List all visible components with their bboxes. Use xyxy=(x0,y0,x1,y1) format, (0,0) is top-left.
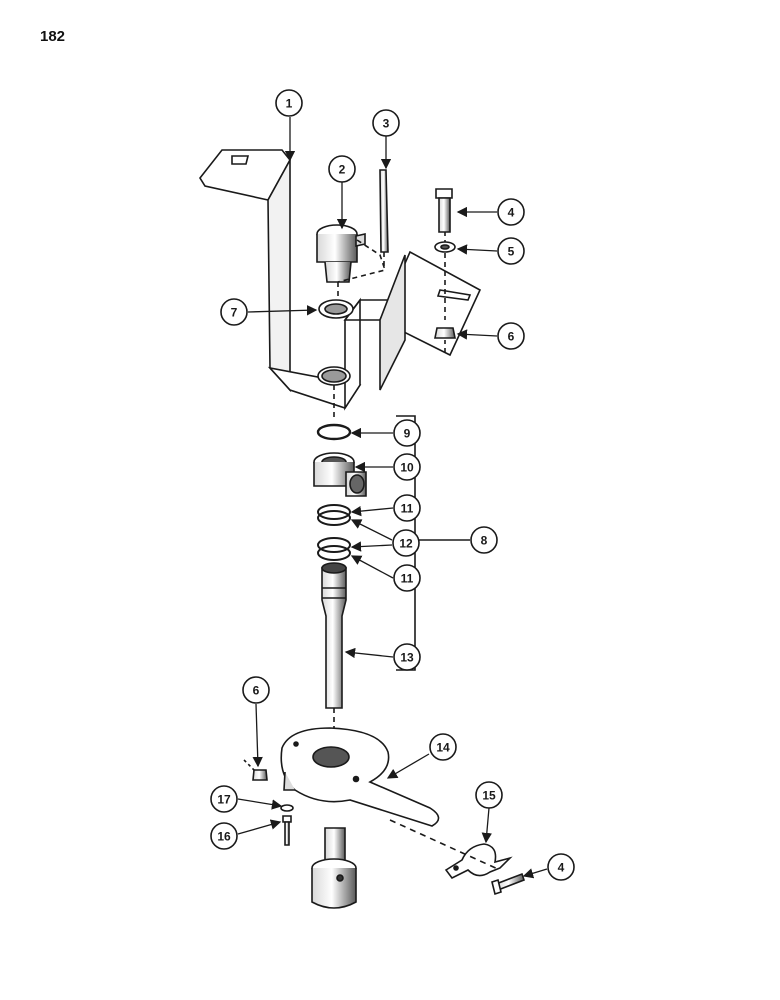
svg-text:7: 7 xyxy=(231,306,238,320)
washer-17 xyxy=(280,804,294,812)
seal-upper xyxy=(317,504,351,526)
lever-plate xyxy=(280,727,440,827)
svg-text:11: 11 xyxy=(401,572,414,586)
svg-text:6: 6 xyxy=(508,330,515,344)
svg-text:11: 11 xyxy=(401,502,414,516)
screw-16 xyxy=(282,815,292,846)
seal-lower xyxy=(317,537,351,561)
callout-1: 1 xyxy=(275,89,303,117)
svg-text:15: 15 xyxy=(482,789,496,803)
bolt-4-lower xyxy=(491,872,526,896)
washer-7 xyxy=(318,299,354,319)
coupling xyxy=(311,827,357,909)
callout-3: 3 xyxy=(372,109,400,137)
clamp xyxy=(389,819,513,880)
svg-text:8: 8 xyxy=(481,534,488,548)
swivel-housing xyxy=(313,452,367,497)
svg-text:2: 2 xyxy=(339,163,346,177)
svg-text:9: 9 xyxy=(404,427,411,441)
callout-4-upper: 4 xyxy=(497,198,525,226)
shaft xyxy=(321,562,347,745)
svg-text:17: 17 xyxy=(217,793,231,807)
svg-text:3: 3 xyxy=(383,117,390,131)
callout-6-lower: 6 xyxy=(242,676,270,704)
washer-5 xyxy=(434,241,456,320)
axis-stud xyxy=(337,239,387,283)
page-number: 182 xyxy=(40,28,66,45)
callout-15: 15 xyxy=(475,781,503,809)
callout-9: 9 xyxy=(393,419,421,447)
stud xyxy=(379,169,389,268)
callout-8: 8 xyxy=(470,526,498,554)
svg-text:1: 1 xyxy=(286,97,293,111)
nut-6-lower xyxy=(243,759,268,781)
mounting-bracket xyxy=(199,149,482,411)
svg-text:13: 13 xyxy=(400,651,414,665)
svg-text:14: 14 xyxy=(436,741,450,755)
callout-17: 17 xyxy=(210,785,238,813)
callout-11-upper: 11 xyxy=(393,494,421,522)
callout-7: 7 xyxy=(220,298,248,326)
callout-6-upper: 6 xyxy=(497,322,525,350)
callout-12: 12 xyxy=(392,529,420,557)
svg-text:4: 4 xyxy=(508,206,515,220)
svg-text:4: 4 xyxy=(558,861,565,875)
callout-16: 16 xyxy=(210,822,238,850)
callout-13: 13 xyxy=(393,643,421,671)
nut-6 xyxy=(434,327,456,352)
svg-text:16: 16 xyxy=(217,830,231,844)
callout-11-lower: 11 xyxy=(393,564,421,592)
svg-text:6: 6 xyxy=(253,684,260,698)
fitting xyxy=(316,224,366,283)
callout-10: 10 xyxy=(393,453,421,481)
callout-4-lower: 4 xyxy=(547,853,575,881)
snap-ring xyxy=(316,423,352,441)
callout-14: 14 xyxy=(429,733,457,761)
svg-text:12: 12 xyxy=(399,537,413,551)
svg-text:5: 5 xyxy=(508,245,515,259)
callout-5: 5 xyxy=(497,237,525,265)
callout-2: 2 xyxy=(328,155,356,183)
bolt-4 xyxy=(435,188,453,242)
svg-text:10: 10 xyxy=(400,461,414,475)
